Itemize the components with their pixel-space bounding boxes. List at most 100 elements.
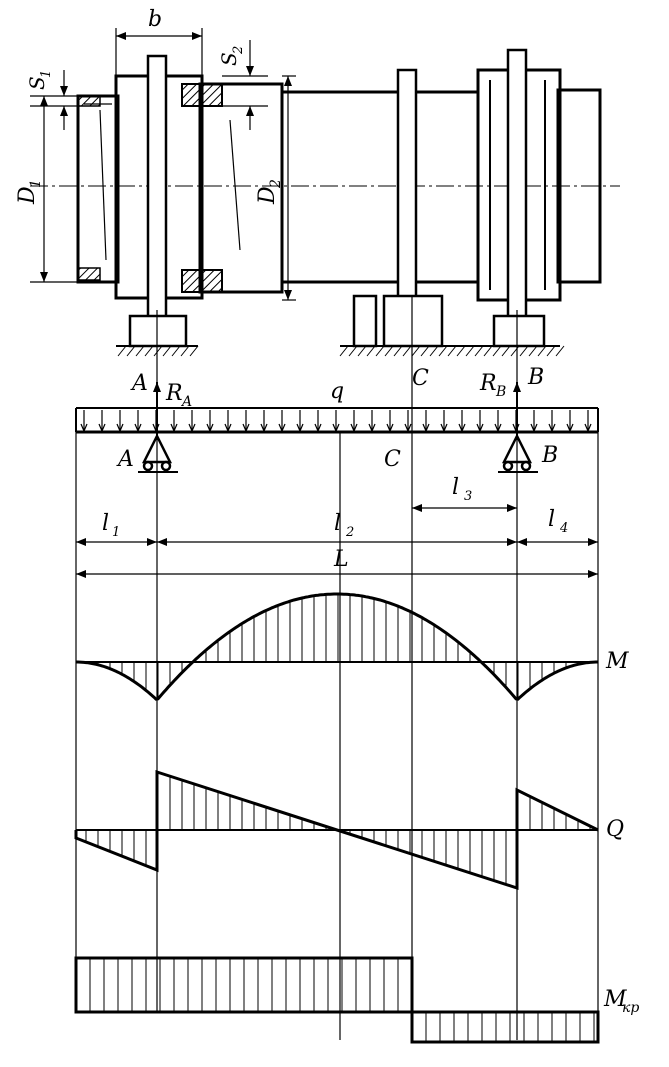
svg-text:2: 2 xyxy=(231,46,246,55)
label-support-a: A xyxy=(130,371,148,396)
ground-hatch-line xyxy=(171,345,181,357)
label-M: M xyxy=(605,649,629,674)
ground-hatch-line xyxy=(492,345,502,357)
drum-drawing: b S 1 S 2 D 1 D 2 C xyxy=(15,7,620,391)
svg-text:D: D xyxy=(15,186,40,205)
ground-hatch-line xyxy=(189,345,199,357)
ground-hatch-line xyxy=(528,345,538,357)
label-d2: D 2 xyxy=(255,179,284,205)
support-symbol-a xyxy=(138,433,178,473)
load-arrow-head xyxy=(494,423,502,433)
beam-label-c: C xyxy=(384,447,401,472)
band-section-top xyxy=(77,95,101,107)
ground-hatch-line xyxy=(456,345,466,357)
ground-hatch-line xyxy=(519,345,529,357)
label-l1-sub: 1 xyxy=(112,525,120,540)
load-arrow-head xyxy=(80,423,88,433)
load-arrow-head xyxy=(314,423,322,433)
ground-hatch-line xyxy=(465,345,475,357)
load-arrow-head xyxy=(188,423,196,433)
ground-hatch-line xyxy=(366,345,376,357)
ring-section-top xyxy=(181,83,223,107)
label-l3: l xyxy=(452,475,459,500)
load-arrow-head xyxy=(512,423,520,433)
svg-text:1: 1 xyxy=(28,179,44,188)
label-l1: l xyxy=(102,511,109,536)
label-rb: R xyxy=(479,371,497,396)
load-arrow-head xyxy=(548,423,556,433)
label-l4-sub: 4 xyxy=(559,521,568,536)
ground-hatch-line xyxy=(483,345,493,357)
ground-hatch-line xyxy=(474,345,484,357)
ground-hatch-line xyxy=(162,345,172,357)
load-arrow-head xyxy=(152,423,160,433)
load-arrow-head xyxy=(116,423,124,433)
ground-hatch-line xyxy=(546,345,556,357)
load-arrow-head xyxy=(278,423,286,433)
beam-label-b: B xyxy=(541,443,558,468)
label-support-c: C xyxy=(412,366,429,391)
shell-taper-1 xyxy=(229,119,241,251)
load-arrow-head xyxy=(566,423,574,433)
ground-hatch-line xyxy=(393,345,403,357)
load-arrow-head xyxy=(422,423,430,433)
load-arrow-head xyxy=(242,423,250,433)
shell-taper-2 xyxy=(99,109,107,261)
ground-hatch-line xyxy=(438,345,448,357)
label-ra: R xyxy=(165,381,183,406)
q-line xyxy=(74,769,599,891)
ground-hatch-line xyxy=(402,345,412,357)
label-l4: l xyxy=(548,507,555,532)
ring-section-bottom xyxy=(181,269,223,293)
label-rb-sub: B xyxy=(495,384,506,400)
load-arrow-head xyxy=(386,423,394,433)
ground-hatch-line xyxy=(384,345,394,357)
vertical-guides xyxy=(75,296,599,1040)
ground-hatch-line xyxy=(501,345,511,357)
load-arrow-head xyxy=(260,423,268,433)
load-arrow-head xyxy=(458,423,466,433)
ground-hatch-line xyxy=(135,345,145,357)
label-L: L xyxy=(333,547,349,572)
ground-hatch-line xyxy=(420,345,430,357)
band-section-bottom xyxy=(77,267,101,281)
label-l2: l xyxy=(334,511,341,536)
label-d1: D 1 xyxy=(15,179,44,205)
roller-shaft-a xyxy=(146,54,168,320)
load-arrow-head xyxy=(530,423,538,433)
load-arrows xyxy=(80,410,592,433)
torque-diagram: M кр xyxy=(74,956,639,1044)
svg-text:D: D xyxy=(255,186,280,205)
load-arrow-head xyxy=(368,423,376,433)
ground-hatch-line xyxy=(126,345,136,357)
load-arrow-head xyxy=(296,423,304,433)
beam-label-a: A xyxy=(116,447,134,472)
label-l3-sub: 3 xyxy=(464,489,472,504)
svg-text:S: S xyxy=(25,76,49,90)
ground-hatch-line xyxy=(144,345,154,357)
drum-shell-left xyxy=(198,82,284,294)
load-arrow-head xyxy=(206,423,214,433)
label-s1: S 1 xyxy=(25,70,54,90)
ground-hatch-line xyxy=(348,345,358,357)
ground-hatch-line xyxy=(555,345,565,357)
load-arrow-head xyxy=(476,423,484,433)
load-arrow-head xyxy=(98,423,106,433)
drum-left-band xyxy=(76,94,120,284)
ground-hatch-line xyxy=(447,345,457,357)
shear-force-diagram: Q xyxy=(74,769,624,891)
ground-hatch-line xyxy=(153,345,163,357)
load-arrow-head xyxy=(350,423,358,433)
label-Mkr: M xyxy=(603,987,627,1012)
label-l2-sub: 2 xyxy=(345,525,354,540)
label-support-b: B xyxy=(527,365,544,390)
load-arrow-head xyxy=(134,423,142,433)
ground-hatch-line xyxy=(411,345,421,357)
load-arrow-head xyxy=(224,423,232,433)
load-arrow-head xyxy=(440,423,448,433)
ground-hatch-line xyxy=(357,345,367,357)
label-Q: Q xyxy=(606,817,624,842)
bending-moment-diagram: M xyxy=(76,592,629,701)
